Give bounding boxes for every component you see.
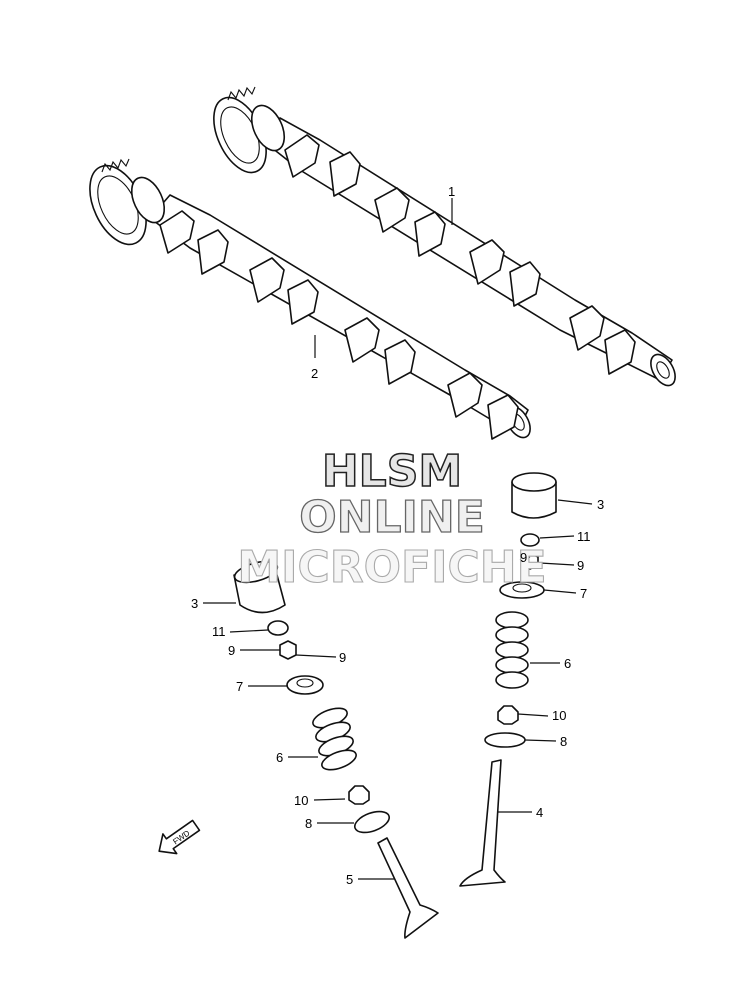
callout-labels: 1 2 3 11 9 9 7 6 10 8 4 3 11 9 9 7 6 10 … (191, 184, 604, 887)
cotter-left (279, 640, 297, 660)
valve-stack-left (233, 560, 439, 939)
callout-9-left-a: 9 (228, 643, 235, 658)
callout-6-left: 6 (276, 750, 283, 765)
seal-left (348, 785, 370, 805)
valve-stack-right (459, 472, 557, 887)
callout-8-left: 8 (305, 816, 312, 831)
camshaft-2 (89, 158, 531, 440)
callout-10-right: 10 (552, 708, 566, 723)
camshaft-1 (213, 86, 676, 387)
callout-7-left: 7 (236, 679, 243, 694)
shim-left (267, 620, 289, 636)
callout-11-left: 11 (212, 624, 226, 639)
callout-1: 1 (448, 184, 455, 199)
callout-9-left-b: 9 (339, 650, 346, 665)
watermark-line-1: HLSM (322, 446, 462, 497)
shim-right (520, 533, 540, 547)
leader-lines (203, 198, 593, 880)
spring-left (312, 707, 357, 771)
callout-9-right-a: 9 (520, 550, 527, 565)
valve-right (459, 759, 506, 887)
cotter-right (521, 552, 539, 570)
seal-right (497, 705, 519, 725)
callout-7-right: 7 (580, 586, 587, 601)
callout-4: 4 (536, 805, 543, 820)
callout-5: 5 (346, 872, 353, 887)
watermark-line-3: MICROFICHE (237, 542, 546, 593)
fwd-arrow: FWD (158, 819, 201, 855)
callout-6-right: 6 (564, 656, 571, 671)
callout-9-right-b: 9 (577, 558, 584, 573)
callout-3-right: 3 (597, 497, 604, 512)
spring-right (495, 611, 529, 689)
retainer-left (286, 675, 324, 695)
callout-8-right: 8 (560, 734, 567, 749)
seat-left (354, 810, 390, 834)
watermark-line-2: ONLINE (299, 492, 485, 543)
watermark: HLSM ONLINE MICROFICHE (237, 445, 547, 593)
tappet-left (233, 574, 286, 614)
valve-left (377, 837, 439, 939)
tappet-right (511, 481, 557, 519)
callout-2: 2 (311, 366, 318, 381)
callout-3-left: 3 (191, 596, 198, 611)
callout-11-right: 11 (577, 529, 591, 544)
callout-10-left: 10 (294, 793, 308, 808)
seat-right (484, 732, 526, 748)
